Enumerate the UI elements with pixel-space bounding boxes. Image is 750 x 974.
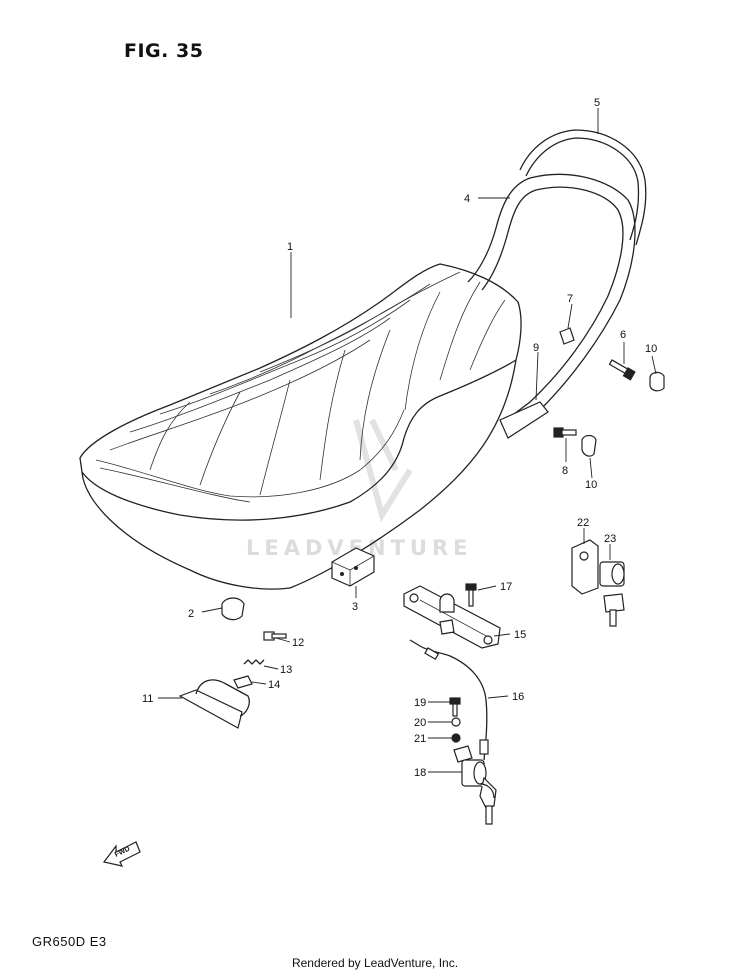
seat	[79, 263, 522, 590]
callout-8: 8	[562, 465, 568, 477]
cable-16	[409, 639, 489, 761]
callout-13: 13	[280, 664, 292, 676]
cap-10-upper	[649, 371, 665, 392]
callout-4: 4	[464, 193, 470, 205]
spring-13	[243, 659, 265, 665]
latch-block-3	[331, 547, 375, 587]
callout-11: 11	[142, 693, 153, 705]
callout-18: 18	[414, 767, 426, 779]
lock-assembly-22-23	[571, 539, 625, 627]
callout-23: 23	[604, 533, 616, 545]
callout-15: 15	[514, 629, 526, 641]
stopper-2	[221, 597, 245, 621]
callout-5: 5	[594, 97, 600, 109]
footer-credit: Rendered by LeadVenture, Inc.	[291, 956, 459, 970]
bolt-6	[608, 359, 636, 381]
callout-6: 6	[620, 329, 626, 341]
callout-12: 12	[292, 637, 304, 649]
figure-title: FIG. 35	[124, 40, 204, 62]
callout-9: 9	[533, 342, 539, 354]
callout-19: 19	[414, 697, 426, 709]
lock-bracket-15	[403, 585, 501, 649]
clip-14	[233, 675, 253, 689]
callout-22: 22	[577, 517, 589, 529]
trim-strip	[519, 129, 647, 246]
model-code: GR650D E3	[32, 934, 107, 949]
washer-20	[451, 717, 461, 727]
nut-21	[451, 733, 461, 743]
bracket-11	[178, 679, 250, 729]
bolt-8	[553, 427, 577, 438]
screw-12	[263, 631, 287, 641]
fwd-arrow-icon: FWD	[102, 841, 141, 867]
callout-10-upper: 10	[645, 343, 657, 355]
cap-10-lower	[581, 434, 597, 457]
callout-17: 17	[500, 581, 512, 593]
nut-7	[559, 327, 575, 345]
grab-rail	[467, 173, 636, 439]
callout-10-lower: 10	[585, 479, 597, 491]
screw-19	[449, 697, 461, 717]
watermark-logo	[353, 418, 413, 523]
callout-20: 20	[414, 717, 426, 729]
callout-14: 14	[268, 679, 280, 691]
callout-2: 2	[188, 608, 194, 620]
seat-lock-18	[453, 745, 497, 825]
callout-3: 3	[352, 601, 358, 613]
callout-16: 16	[512, 691, 524, 703]
callout-1: 1	[287, 241, 293, 253]
leader-lines	[158, 108, 657, 773]
screw-17	[465, 583, 477, 607]
callout-21: 21	[414, 733, 426, 745]
callout-numbers: 1 2 3 4 5 6 7 8 9 10 10 11 12 13 14 15 1…	[142, 97, 657, 779]
callout-7: 7	[567, 293, 573, 305]
